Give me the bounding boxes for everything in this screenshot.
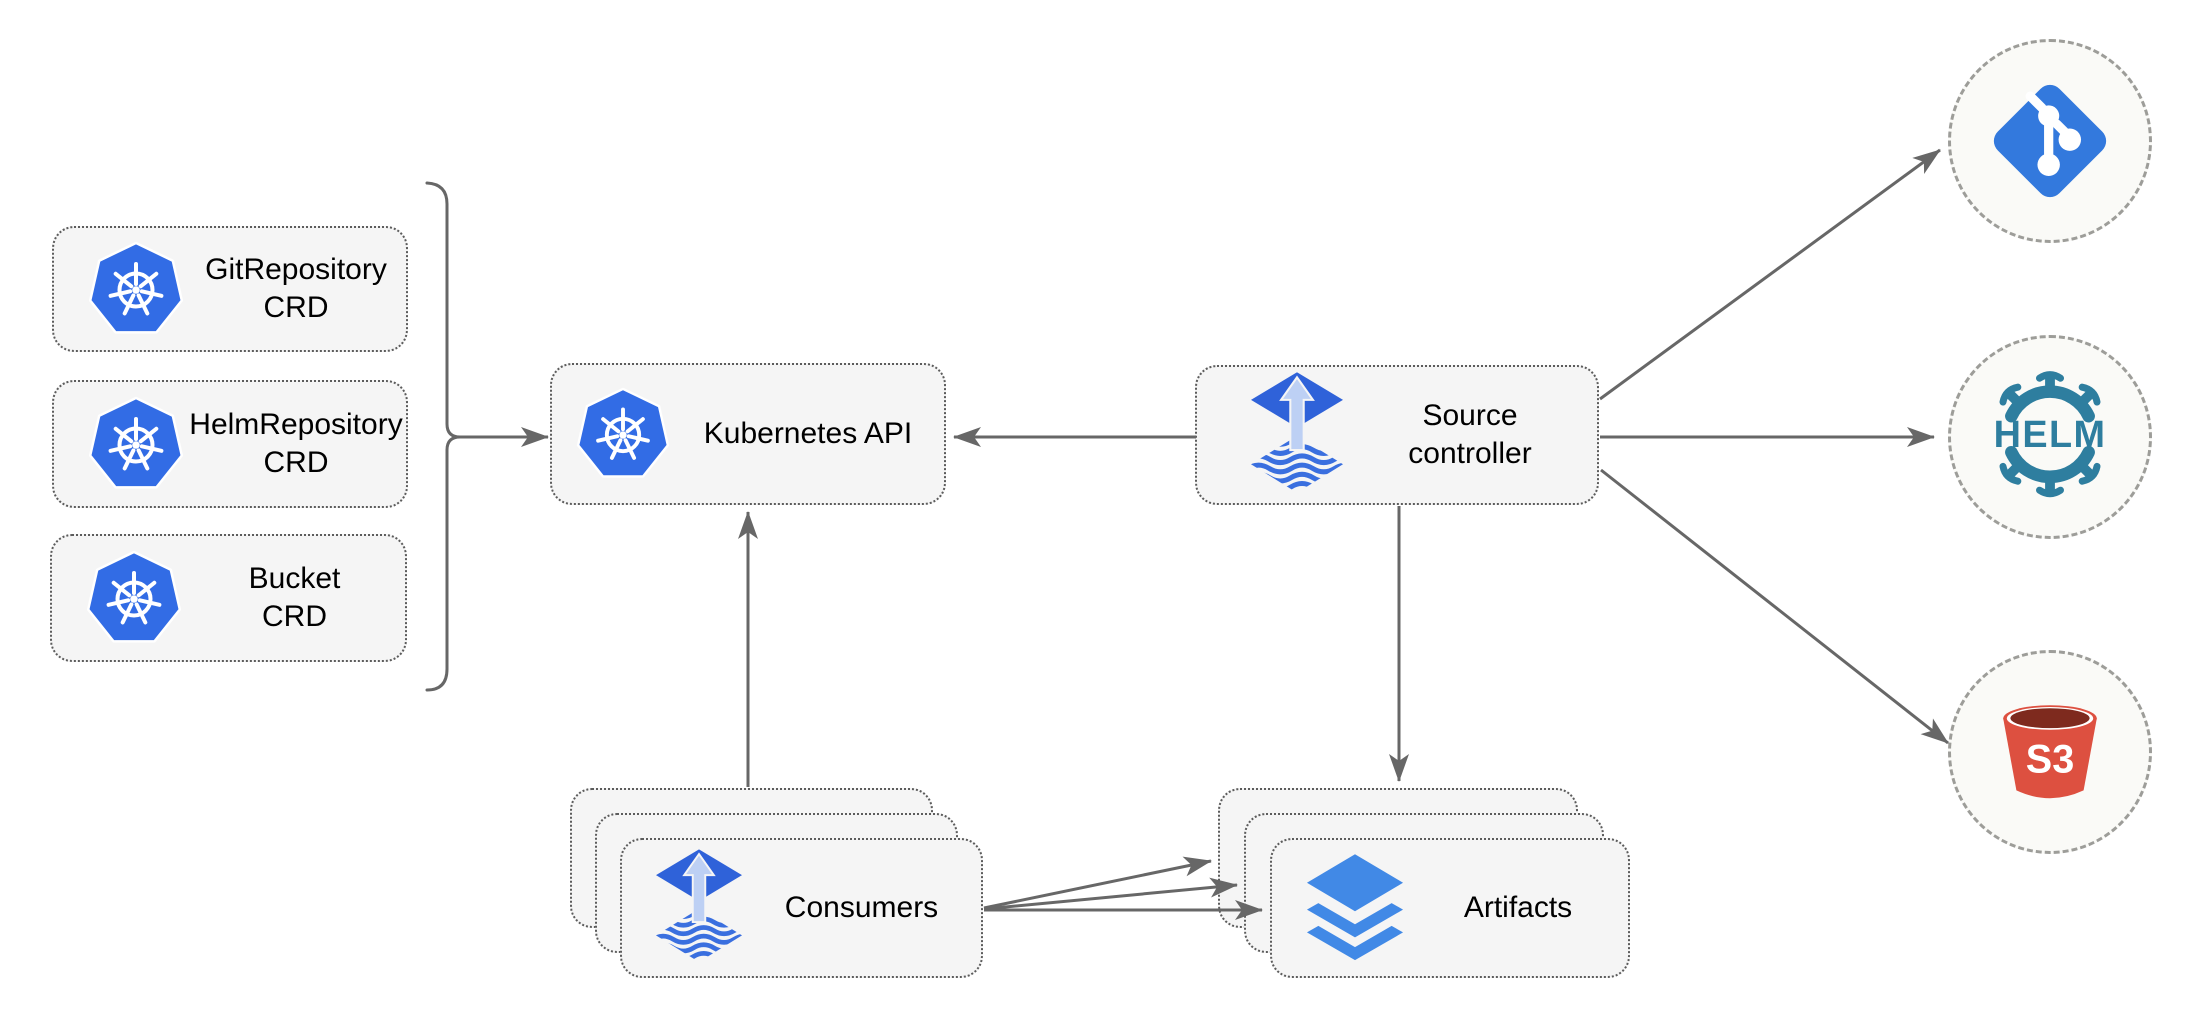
consumers-label: Consumers (784, 891, 939, 924)
flux-source-controller-icon (656, 849, 742, 967)
source-controller-label: Source controller (1408, 399, 1532, 470)
helm-icon: HELM (1994, 367, 2120, 507)
consumers-node: Consumers (620, 838, 983, 978)
arrow-source-controller-to-s3 (1600, 468, 1949, 745)
kubernetes-api-node: Kubernetes API (550, 363, 946, 505)
crd-group-bracket (425, 181, 461, 692)
s3-label: S3 (2026, 737, 2074, 781)
source-controller-node: Source controller (1195, 365, 1599, 505)
git-icon (1984, 75, 2116, 207)
artifact-layers-icon (1302, 851, 1408, 965)
arrow-consumers-to-artifacts-1 (983, 856, 1212, 910)
s3-source-circle: S3 (1948, 650, 2152, 854)
helm-label: HELM (1994, 414, 2107, 456)
helm-source-circle: HELM (1948, 335, 2152, 539)
kubernetes-icon (86, 394, 186, 494)
flux-source-controller-icon (1251, 372, 1343, 498)
arrow-source-controller-to-git (1599, 148, 1941, 401)
kubernetes-icon (574, 385, 672, 483)
kubernetes-icon (84, 548, 184, 648)
bucket-crd-node: Bucket CRD (50, 534, 407, 662)
git-source-circle (1948, 39, 2152, 243)
arrow-consumers-to-artifacts-2 (983, 877, 1238, 911)
helmrepository-crd-label: HelmRepository CRD (189, 408, 403, 479)
helmrepository-crd-node: HelmRepository CRD (52, 380, 408, 508)
bucket-crd-label: Bucket CRD (248, 562, 341, 633)
kubernetes-icon (86, 239, 186, 339)
artifacts-label: Artifacts (1463, 891, 1573, 924)
kubernetes-api-label: Kubernetes API (703, 417, 913, 450)
gitrepository-crd-label: GitRepository CRD (205, 253, 387, 324)
artifacts-node: Artifacts (1270, 838, 1630, 978)
gitrepository-crd-node: GitRepository CRD (52, 226, 408, 352)
s3-bucket-icon: S3 (1990, 692, 2110, 812)
